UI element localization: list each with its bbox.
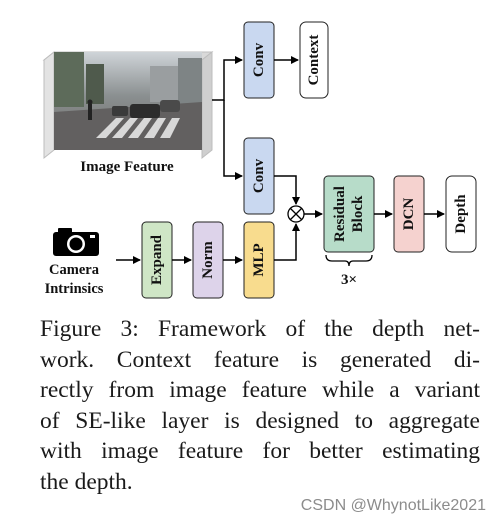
watermark: CSDN @WhynotLike2021 (300, 497, 486, 514)
connector-arrows (116, 56, 445, 264)
conv-mid-label: Conv (251, 158, 267, 193)
caption-line: rectly from image feature while a varian… (40, 377, 480, 403)
camera-label-line1: Camera (49, 262, 100, 278)
depth-network-diagram: Image Feature Camera Intrinsics Conv Con… (42, 21, 477, 299)
depth-label: Depth (453, 194, 469, 234)
residual-label-line1: Residual (332, 186, 348, 242)
caption-line: work. Context feature is generated di- (40, 346, 480, 373)
caption-line: Figure 3: Framework of the depth net- (40, 316, 480, 342)
norm-label: Norm (200, 241, 216, 279)
repeat-label: 3× (341, 272, 357, 288)
conv-top-label: Conv (251, 42, 267, 77)
camera-label-line2: Intrinsics (45, 281, 104, 297)
context-box (299, 21, 329, 99)
mlp-label: MLP (251, 243, 267, 276)
camera-icon (53, 228, 99, 256)
image-feature-photo (42, 50, 214, 160)
context-label: Context (306, 35, 322, 86)
residual-label-line2: Block (350, 195, 366, 232)
caption-line: of SE-like layer is designed to aggregat… (40, 407, 480, 434)
repeat-brace (325, 254, 373, 267)
dcn-label: DCN (401, 198, 417, 231)
image-feature-label: Image Feature (80, 159, 174, 175)
caption-line: the depth. (40, 468, 133, 495)
caption-line: with image feature for better estimating (40, 438, 480, 464)
depth-box (445, 175, 477, 253)
expand-label: Expand (149, 234, 165, 285)
figure-caption: Figure 3: Framework of the depth net- wo… (40, 314, 480, 497)
